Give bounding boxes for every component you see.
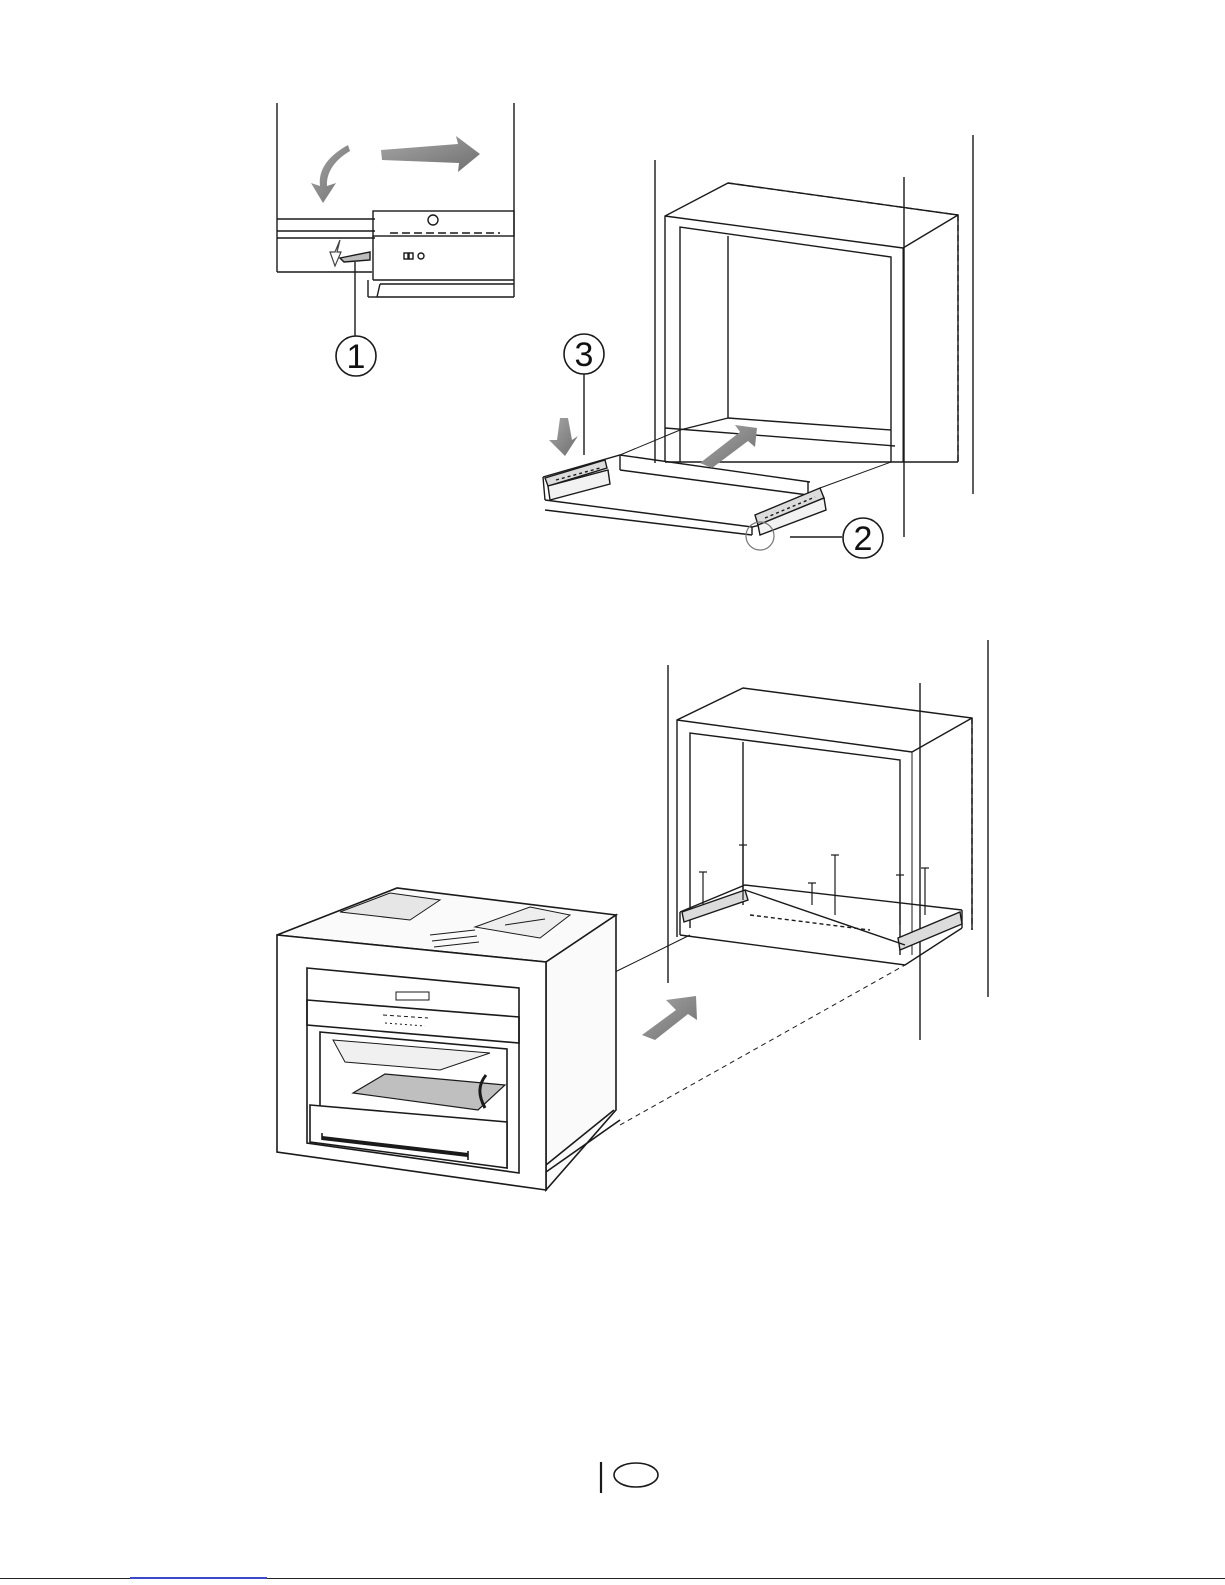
callout-1-label: 1 [347,338,366,376]
language-badge [601,1462,658,1493]
arrow-down-icon [330,240,341,266]
callout-3-label: 3 [575,336,594,374]
callout-1: 1 [336,336,376,376]
callout-3: 3 [564,334,604,374]
callout-2-label: 2 [854,520,873,558]
rail-detail-figure [277,103,514,337]
cabinet-rails-figure [543,135,973,537]
arrow-right-icon [381,136,480,172]
footer-link-underline [130,1577,267,1579]
cabinet-screws-figure [615,640,988,1125]
arrow-into-cabinet-icon [642,996,697,1040]
arrow-curved-down-icon [311,145,350,203]
oven-illustration [277,888,620,1190]
callout-2: 2 [843,518,883,558]
arrow-down-icon [549,418,578,456]
